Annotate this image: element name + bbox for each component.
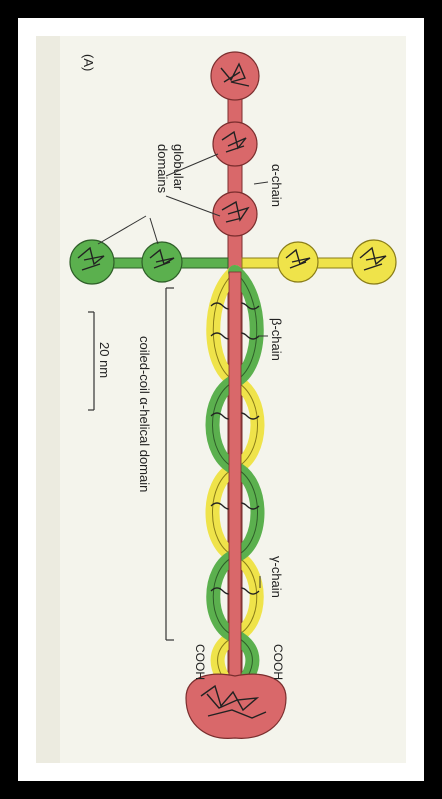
scale-bar <box>88 312 94 410</box>
coiled-coil-label: coiled-coil α-helical domain <box>137 336 152 492</box>
cooh-right-label: COOH <box>271 644 285 680</box>
coiled-coil-bracket <box>166 288 174 640</box>
scale-label: 20 nm <box>97 342 112 378</box>
cooh-left-label: COOH <box>193 644 207 680</box>
globular-label: globular <box>171 144 186 191</box>
fibrinogen-diagram: (A) α-chain globular domains β-chain γ-c… <box>36 36 406 763</box>
panel-label: (A) <box>81 54 96 71</box>
alpha-globular-domains <box>211 52 259 236</box>
coiled-coil-braid <box>211 272 259 682</box>
alpha-chain-label: α-chain <box>269 164 284 207</box>
margin-strip <box>36 36 60 763</box>
domains-label: domains <box>155 144 170 194</box>
alpha-c-terminal-blob <box>186 674 286 738</box>
beta-chain-label: β-chain <box>269 318 284 361</box>
gamma-chain-label: γ-chain <box>269 556 284 598</box>
figure-panel: (A) α-chain globular domains β-chain γ-c… <box>36 36 406 763</box>
alpha-chain-leader <box>254 182 268 184</box>
